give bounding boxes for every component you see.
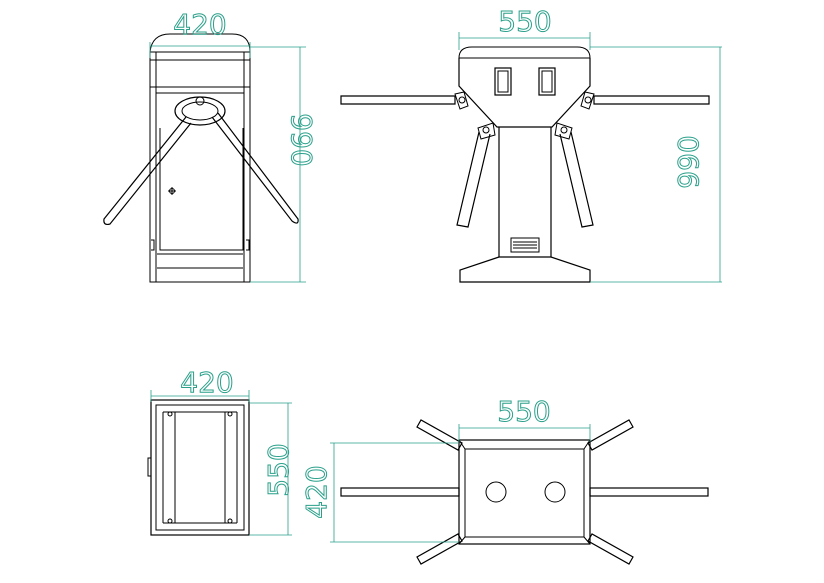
top-depth-label: 550	[262, 443, 295, 496]
plan-width-dimension: 550	[458, 395, 591, 442]
plan-width-label: 550	[497, 395, 550, 428]
top-depth-dimension: 550	[249, 402, 296, 536]
side-view	[340, 46, 710, 283]
side-height-dimension: 990	[590, 46, 722, 283]
front-view	[103, 33, 299, 283]
top-width-label: 420	[180, 366, 233, 399]
front-height-label: 990	[285, 113, 318, 166]
top-width-dimension: 420	[150, 366, 250, 402]
plan-depth-label: 420	[300, 465, 333, 518]
plan-depth-dimension: 420	[300, 442, 459, 543]
top-view	[147, 399, 250, 536]
side-width-label: 550	[498, 5, 551, 38]
side-width-dimension: 550	[458, 5, 591, 50]
side-height-label: 990	[672, 135, 705, 188]
front-width-dimension: 420	[149, 8, 251, 58]
front-width-label: 420	[173, 8, 226, 41]
front-height-dimension: 990	[250, 46, 319, 283]
plan-view	[340, 419, 709, 565]
